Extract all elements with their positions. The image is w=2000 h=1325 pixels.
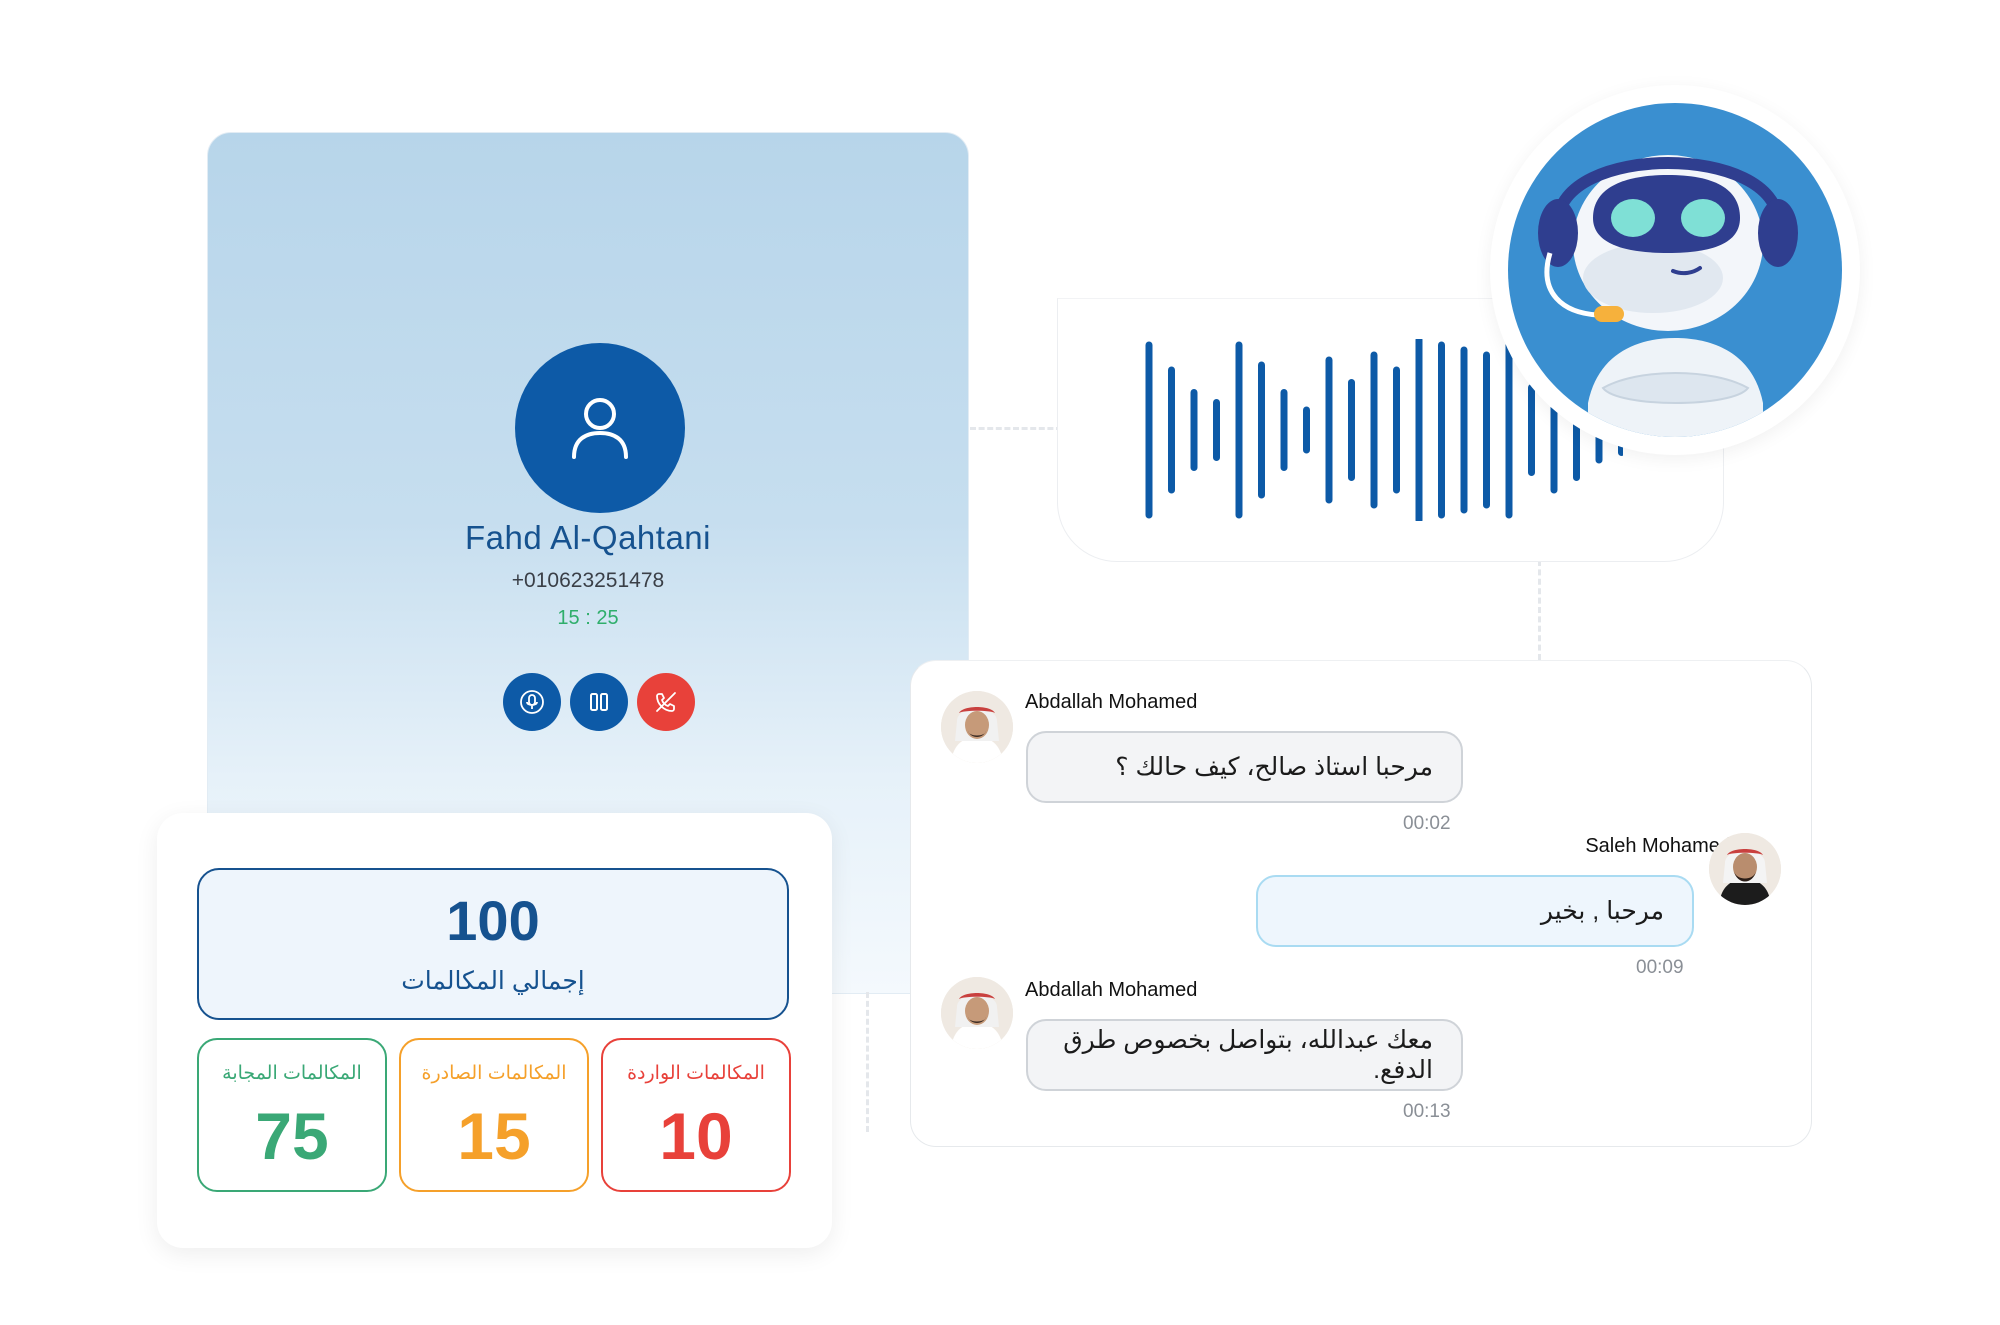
connector-line xyxy=(970,427,1062,430)
bot-avatar xyxy=(1490,85,1860,455)
caller-phone: +010623251478 xyxy=(511,569,665,592)
incoming-calls-box: المكالمات الواردة 10 xyxy=(601,1038,791,1192)
total-calls-box: 100 إجمالي المكالمات xyxy=(197,868,789,1020)
user-icon xyxy=(572,398,628,459)
incoming-calls-label: المكالمات الواردة xyxy=(627,1063,765,1084)
caller-avatar xyxy=(515,343,685,513)
message-time: 00:13 xyxy=(1403,1101,1451,1122)
stats-card: 100 إجمالي المكالمات المكالمات المجابة 7… xyxy=(157,813,832,1248)
person-avatar-icon xyxy=(941,977,1013,1049)
outgoing-calls-label: المكالمات الصادرة xyxy=(421,1063,567,1084)
robot-agent-icon xyxy=(1538,155,1798,437)
connector-line xyxy=(866,992,869,1132)
answered-calls-box: المكالمات المجابة 75 xyxy=(197,1038,387,1192)
end-call-button[interactable] xyxy=(637,673,695,731)
hold-button[interactable] xyxy=(570,673,628,731)
incoming-calls-value: 10 xyxy=(659,1099,733,1173)
end-call-icon xyxy=(656,692,676,712)
answered-calls-label: المكالمات المجابة xyxy=(222,1063,362,1084)
person-avatar-icon xyxy=(1709,833,1781,905)
pause-icon xyxy=(590,693,608,711)
sender-avatar xyxy=(1709,833,1781,905)
outgoing-calls-box: المكالمات الصادرة 15 xyxy=(399,1038,589,1192)
sender-avatar xyxy=(941,691,1013,763)
answered-calls-value: 75 xyxy=(255,1099,329,1173)
bot-circle xyxy=(1508,103,1842,437)
message-time: 00:09 xyxy=(1636,957,1684,978)
message-bubble: معك عبدالله، بتواصل بخصوص طرق الدفع. xyxy=(1026,1019,1463,1091)
message-bubble: مرحبا , بخير xyxy=(1256,875,1694,947)
connector-line xyxy=(1538,560,1541,660)
sender-name: Abdallah Mohamed xyxy=(1025,979,1198,1001)
outgoing-calls-value: 15 xyxy=(457,1099,531,1173)
person-avatar-icon xyxy=(941,691,1013,763)
total-calls-value: 100 xyxy=(446,889,540,952)
sender-name: Abdallah Mohamed xyxy=(1025,691,1198,713)
chat-card: Abdallah Mohamed مرحبا استاذ صالح، كيف ح… xyxy=(910,660,1812,1147)
total-calls-label: إجمالي المكالمات xyxy=(401,967,585,995)
message-time: 00:02 xyxy=(1403,813,1451,834)
mic-button[interactable] xyxy=(503,673,561,731)
sender-name: Saleh Mohamed xyxy=(1585,835,1731,857)
call-timer: 15 : 25 xyxy=(557,607,619,629)
caller-name: Fahd Al-Qahtani xyxy=(465,519,711,556)
sender-avatar xyxy=(941,977,1013,1049)
microphone-icon xyxy=(520,690,544,714)
message-bubble: مرحبا استاذ صالح، كيف حالك ؟ xyxy=(1026,731,1463,803)
